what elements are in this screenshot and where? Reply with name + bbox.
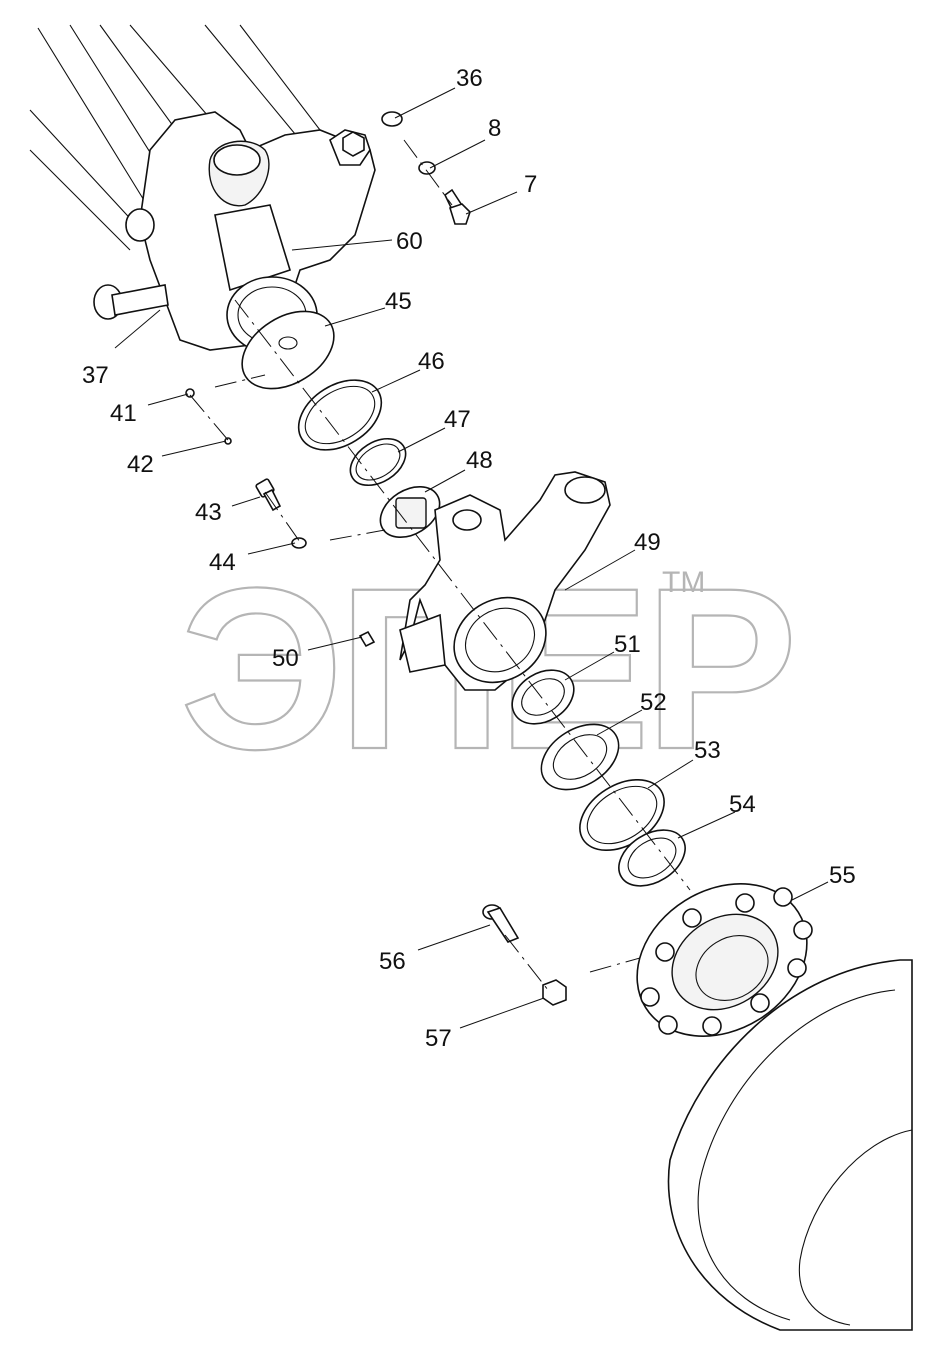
part-52-bearing [540, 723, 620, 791]
callout-36: 36 [456, 65, 483, 92]
callout-8: 8 [488, 115, 501, 142]
watermark-trademark: TM [662, 566, 705, 599]
callout-48: 48 [466, 447, 493, 474]
callout-56: 56 [379, 948, 406, 975]
part-48-bushing [379, 485, 441, 539]
callout-52: 52 [640, 689, 667, 716]
part-44-washer [291, 537, 307, 549]
callout-55: 55 [829, 862, 856, 889]
callout-45: 45 [385, 288, 412, 315]
leader-lines [114, 87, 829, 1029]
assembly-axes [189, 139, 691, 991]
part-47-ring [349, 437, 407, 487]
part-49-steering-knuckle [399, 471, 611, 691]
part-7-bolt [443, 188, 471, 225]
callout-49: 49 [634, 529, 661, 556]
part-45-cover [241, 310, 335, 390]
part-36-washer [381, 111, 403, 127]
part-46-gasket [297, 379, 383, 451]
callout-47: 47 [444, 406, 471, 433]
callout-51: 51 [614, 631, 641, 658]
part-57-nut [542, 979, 567, 1006]
part-53-seal [579, 778, 665, 852]
part-55-wheel-hub [636, 883, 913, 1331]
callout-60: 60 [396, 228, 423, 255]
callout-42: 42 [127, 451, 154, 478]
part-8-washer [418, 161, 436, 175]
callout-labels: 36 8 7 60 45 37 46 41 47 42 48 43 49 44 … [82, 65, 856, 1052]
callout-53: 53 [694, 737, 721, 764]
callout-50: 50 [272, 645, 299, 672]
part-41-42-screw [185, 388, 232, 445]
callout-37: 37 [82, 362, 109, 389]
axle-beam-assembly [29, 24, 376, 354]
part-43-bolt [255, 478, 282, 512]
callout-44: 44 [209, 549, 236, 576]
callout-46: 46 [418, 348, 445, 375]
part-56-stud [482, 904, 520, 943]
callout-54: 54 [729, 791, 756, 818]
hub-studs [640, 887, 813, 1036]
part-50-fitting [358, 630, 376, 648]
callout-57: 57 [425, 1025, 452, 1052]
callout-7: 7 [524, 171, 537, 198]
callout-41: 41 [110, 400, 137, 427]
callout-43: 43 [195, 499, 222, 526]
part-54-washer [618, 829, 686, 887]
